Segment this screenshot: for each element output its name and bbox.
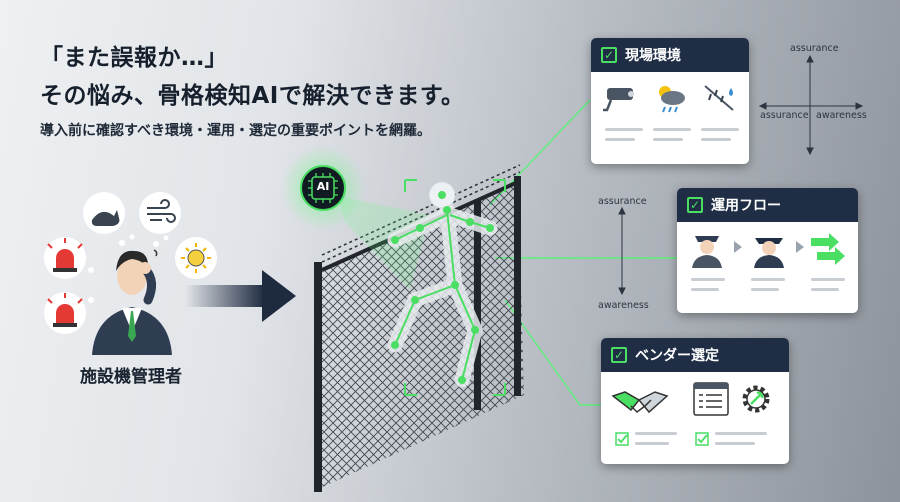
- quadrant-top-axes: [758, 54, 864, 156]
- arrows-icon: [811, 233, 845, 265]
- security-camera-icon: [603, 88, 634, 112]
- checkbox-icon: ✓: [687, 197, 703, 213]
- thought-bubble-cat: [83, 192, 125, 234]
- headline-subtitle: 導入前に確認すべき環境・運用・選定の重要ポイントを網羅。: [40, 123, 432, 139]
- thought-bubble-wind: [139, 192, 181, 234]
- ai-chip-icon: [300, 165, 346, 211]
- quadrant-top-label-left: assurance: [760, 110, 809, 121]
- climber-figure: [387, 181, 498, 388]
- cat-icon: [91, 210, 120, 226]
- headline-line-2: その悩み、骨格検知AIで解決できます。: [40, 83, 465, 109]
- quadrant-mid-label-bottom: awareness: [598, 300, 649, 311]
- chevron-right-icon: [734, 241, 742, 253]
- guard-icon: [692, 236, 722, 268]
- card-site-environment-title: 現場環境: [625, 48, 681, 64]
- card-operation-flow-header: ✓ 運用フロー: [677, 188, 858, 222]
- flow-arrow: [185, 270, 296, 322]
- card-site-environment: ✓ 現場環境: [591, 38, 749, 164]
- detection-brackets: [404, 179, 506, 396]
- rain-icon: [704, 85, 734, 111]
- checkbox-icon: ✓: [611, 347, 627, 363]
- card-site-environment-header: ✓ 現場環境: [591, 38, 749, 72]
- chevron-right-icon: [796, 241, 804, 253]
- bubble-tails: [88, 234, 169, 303]
- thought-bubble-siren-bottom: [44, 292, 86, 334]
- headline-line-1: 「また誤報か…」: [40, 45, 228, 71]
- card-vendor-selection-header: ✓ ベンダー選定: [601, 338, 789, 372]
- sun-icon: [187, 249, 205, 267]
- quadrant-mid-axis: [618, 206, 626, 296]
- card-operation-flow: ✓ 運用フロー: [677, 188, 858, 313]
- gear-icon: [742, 385, 770, 413]
- weather-icon: [659, 86, 685, 113]
- facility-manager-figure: [92, 249, 172, 355]
- quadrant-top-label-top: assurance: [790, 43, 839, 54]
- card-operation-flow-title: 運用フロー: [711, 198, 781, 214]
- checkbox-icon: [615, 432, 629, 446]
- wind-icon: [147, 199, 176, 223]
- ai-badge-label: AI: [316, 180, 330, 193]
- card-vendor-selection-title: ベンダー選定: [635, 348, 719, 364]
- thought-bubble-siren-top: [44, 237, 86, 279]
- siren-icon: [56, 249, 74, 268]
- thought-bubble-sun: [175, 237, 217, 279]
- persona-label: 施設機管理者: [80, 367, 182, 387]
- checklist-window-icon: [693, 382, 729, 416]
- quadrant-mid-label-top: assurance: [598, 196, 647, 207]
- quadrant-top-label-right: awareness: [816, 110, 867, 121]
- checkbox-icon: ✓: [601, 47, 617, 63]
- officer-icon: [754, 238, 784, 268]
- handshake-icon: [611, 391, 669, 414]
- card-vendor-selection: ✓ ベンダー選定: [601, 338, 789, 464]
- checkbox-icon: [695, 432, 709, 446]
- scan-beam: [338, 196, 430, 290]
